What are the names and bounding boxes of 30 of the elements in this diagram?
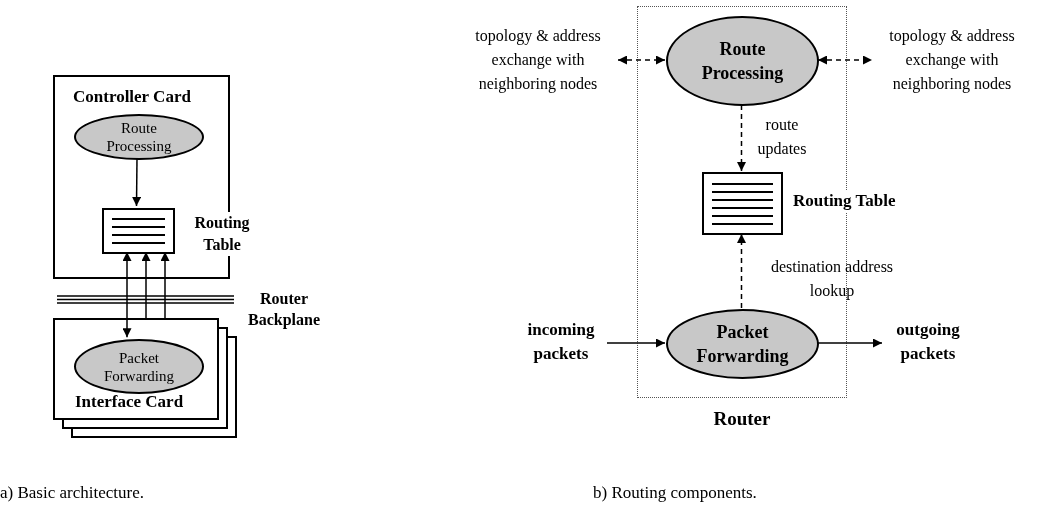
router-title: Router: [712, 407, 772, 431]
edge-label: route updates: [756, 115, 808, 160]
annotation-text: topology & address exchange with neighboring nodes: [872, 24, 1032, 96]
routing-table-box: [702, 172, 783, 235]
process-label: Route Processing: [700, 38, 785, 85]
process-label: Packet Forwarding: [103, 348, 175, 385]
edge-label: destination address lookup: [769, 257, 895, 302]
dashed-arrow: [737, 104, 746, 172]
figure-caption: b) Routing components.: [593, 482, 757, 504]
table-caption: Routing Table: [793, 190, 896, 212]
dashed-arrow: [817, 55, 873, 65]
arrow: [606, 338, 666, 348]
interface-card: [53, 318, 219, 420]
arrow: [132, 157, 142, 207]
dashed-arrow: [617, 55, 666, 65]
arrow: [122, 251, 132, 339]
arrow: [817, 338, 883, 348]
annotation-text: topology & address exchange with neighboring nodes: [458, 24, 618, 96]
figure-caption: a) Basic architecture.: [0, 482, 144, 504]
arrow: [141, 251, 151, 319]
card-title: Interface Card: [75, 392, 184, 412]
annotation-text: outgoing packets: [882, 318, 974, 368]
card-title: Controller Card: [73, 87, 191, 107]
routing-table-box: [102, 208, 175, 254]
annotation-text: incoming packets: [515, 318, 607, 368]
dashed-arrow: [737, 233, 746, 309]
component-label: Router Backplane: [247, 289, 321, 330]
process-label: Packet Forwarding: [695, 321, 790, 368]
arrow: [160, 251, 170, 319]
process-label: Route Processing: [105, 119, 173, 155]
